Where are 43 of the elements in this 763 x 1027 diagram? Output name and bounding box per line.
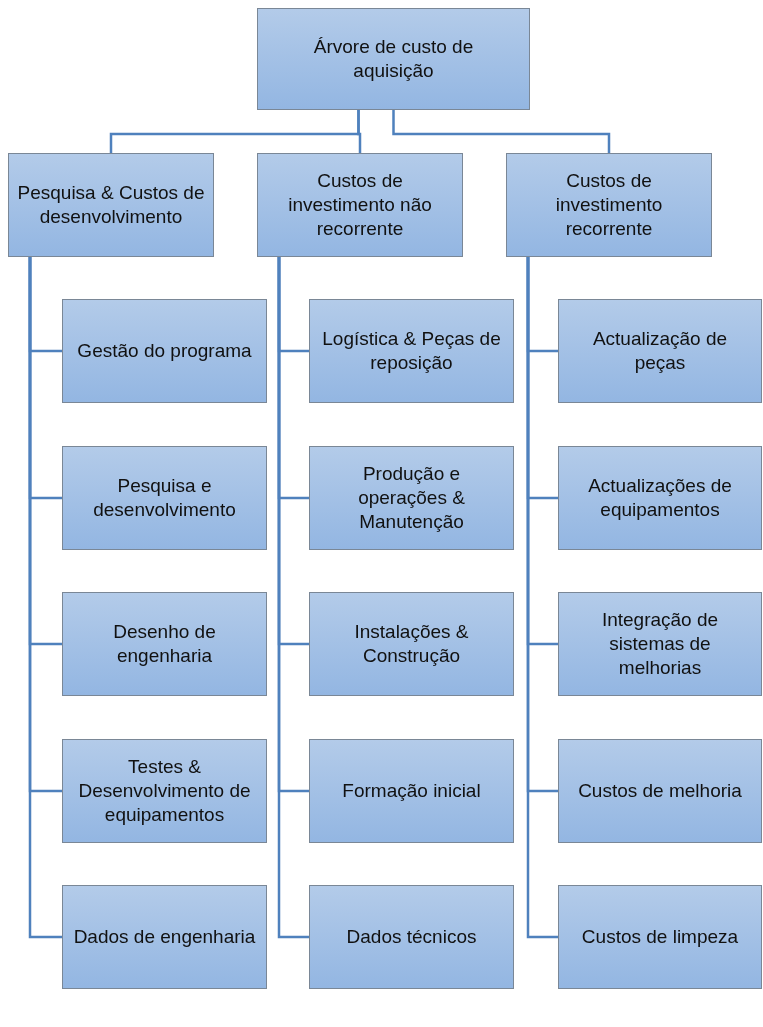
box-label: Árvore de custo de aquisição [312,34,475,83]
process-box [558,739,762,843]
process-box [506,153,712,257]
process-box [309,592,514,696]
connector-line [28,257,62,939]
connector-line [357,110,362,153]
process-box [309,885,514,989]
box-label: Custos de limpeza [581,924,739,949]
box-label: Desenho de engenharia [112,619,217,668]
connector-line [526,257,558,939]
box-label: Testes & Desenvolvimento de equipamentos [77,754,252,828]
box-label: Dados de engenharia [73,924,256,949]
process-box [558,299,762,403]
box-label: Dados técnicos [346,924,477,949]
process-box [309,446,514,550]
connector-line [277,257,309,939]
box-label: Actualização de peças [591,326,729,375]
process-box [62,885,267,989]
process-box [8,153,214,257]
box-label: Formação inicial [342,778,481,803]
process-box [62,739,267,843]
process-box [309,739,514,843]
box-label: Actualizações de equipamentos [587,473,733,522]
process-box [62,446,267,550]
box-label: Instalações & Construção [353,619,470,668]
box-label: Custos de melhoria [578,778,742,803]
process-box [257,153,463,257]
process-box [558,885,762,989]
box-label: Produção e operações & Manutenção [357,461,466,535]
box-label: Pesquisa e desenvolvimento [92,473,237,522]
box-label: Pesquisa & Custos de desenvolvimento [17,180,205,229]
process-box [558,446,762,550]
box-label: Integração de sistemas de melhorias [600,607,720,681]
connector-line [392,110,611,153]
process-box [257,8,530,110]
process-box [62,299,267,403]
box-label: Gestão do programa [77,338,252,363]
process-box [558,592,762,696]
box-label: Custos de investimento recorrente [554,168,664,242]
process-box [62,592,267,696]
box-label: Custos de investimento não recorrente [287,168,433,242]
process-box [309,299,514,403]
box-label: Logística & Peças de reposição [321,326,502,375]
